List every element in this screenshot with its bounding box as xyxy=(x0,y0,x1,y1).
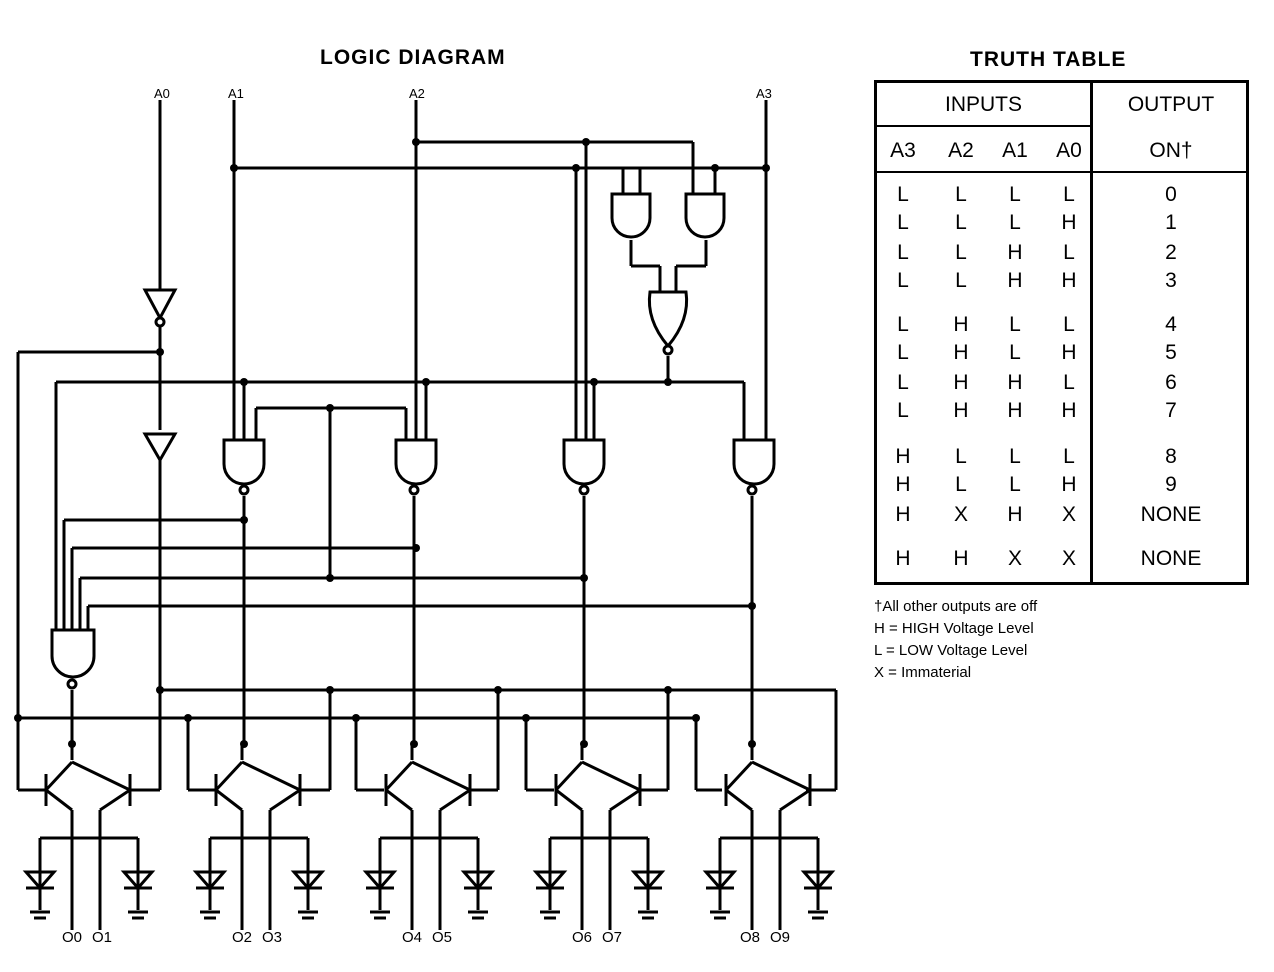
input-label-a1: A1 xyxy=(228,86,244,101)
table-cell-output: NONE xyxy=(1140,547,1202,570)
table-cell: X xyxy=(1061,503,1076,526)
table-cell: H xyxy=(1007,241,1023,264)
table-cell: H xyxy=(1007,399,1023,422)
table-cell: H xyxy=(953,399,969,422)
output-label-o7: O7 xyxy=(602,929,622,946)
table-cell: L xyxy=(955,445,967,468)
table-cell: X xyxy=(953,503,968,526)
table-cell: H xyxy=(953,547,969,570)
table-cell: H xyxy=(953,341,969,364)
table-cell: L xyxy=(1009,445,1021,468)
output-label-o9: O9 xyxy=(770,929,790,946)
table-cell: L xyxy=(1009,341,1021,364)
output-label-o5: O5 xyxy=(432,929,452,946)
output-label-o2: O2 xyxy=(232,929,252,946)
table-cell: H xyxy=(895,547,911,570)
output-label-o4: O4 xyxy=(402,929,422,946)
table-cell-output: 3 xyxy=(1165,269,1177,292)
table-cell: X xyxy=(1061,547,1076,570)
table-cell-output: 6 xyxy=(1165,371,1177,394)
input-labels: A0 A1 A2 A3 xyxy=(154,86,772,101)
table-cell: H xyxy=(895,445,911,468)
table-cell: L xyxy=(1009,473,1021,496)
note-line: L = LOW Voltage Level xyxy=(874,642,1028,659)
table-cell: L xyxy=(897,371,909,394)
nand-gates-middle xyxy=(50,438,776,690)
table-cell: H xyxy=(953,313,969,336)
table-cell: L xyxy=(897,313,909,336)
output-label-o0: O0 xyxy=(62,929,82,946)
table-cell-output: 7 xyxy=(1165,399,1177,422)
note-line: X = Immaterial xyxy=(874,664,972,681)
table-cell: L xyxy=(1009,313,1021,336)
input-label-a0: A0 xyxy=(154,86,170,101)
table-cell: H xyxy=(1061,341,1077,364)
table-cell: L xyxy=(897,211,909,234)
table-cell-output: NONE xyxy=(1140,503,1202,526)
table-cell: X xyxy=(1007,547,1022,570)
col-header-a0: A0 xyxy=(1056,139,1082,162)
table-cell-output: 0 xyxy=(1165,183,1177,206)
table-cell: L xyxy=(1063,313,1075,336)
table-cell: H xyxy=(1061,211,1077,234)
output-label-o1: O1 xyxy=(92,929,112,946)
table-cell: L xyxy=(1009,183,1021,206)
output-labels: O0 O1 O2 O3 O4 O5 O6 O7 O8 O9 xyxy=(62,929,790,946)
table-cell: L xyxy=(1009,211,1021,234)
table-cell: L xyxy=(955,241,967,264)
table-cell: H xyxy=(1007,371,1023,394)
logic-diagram-title: LOGIC DIAGRAM xyxy=(320,46,506,69)
col-header-on: ON† xyxy=(1149,139,1193,162)
table-cell: L xyxy=(1063,183,1075,206)
table-cell: L xyxy=(1063,241,1075,264)
table-cell-output: 2 xyxy=(1165,241,1177,264)
table-cell: L xyxy=(897,241,909,264)
junction-dots xyxy=(14,138,770,748)
table-cell: H xyxy=(1061,473,1077,496)
output-header: OUTPUT xyxy=(1127,93,1215,116)
table-cell: H xyxy=(1061,399,1077,422)
logic-diagram: A0 A1 A2 A3 O0 O1 O2 O3 O4 O5 O6 O7 O8 O… xyxy=(14,86,838,946)
input-label-a2: A2 xyxy=(409,86,425,101)
table-cell: L xyxy=(955,211,967,234)
table-cell-output: 1 xyxy=(1165,211,1177,234)
note-line: †All other outputs are off xyxy=(874,598,1038,615)
table-cell: L xyxy=(897,183,909,206)
table-cell: L xyxy=(955,269,967,292)
table-cell: L xyxy=(1063,371,1075,394)
truth-table-notes: †All other outputs are off H = HIGH Volt… xyxy=(874,596,1037,684)
table-cell: H xyxy=(1061,269,1077,292)
table-cell: H xyxy=(1007,269,1023,292)
output-transistor-stages xyxy=(22,744,836,930)
table-cell-output: 9 xyxy=(1165,473,1177,496)
output-label-o6: O6 xyxy=(572,929,592,946)
table-cell-output: 8 xyxy=(1165,445,1177,468)
table-cell: L xyxy=(897,269,909,292)
table-cell-output: 4 xyxy=(1165,313,1177,336)
table-cell: H xyxy=(1007,503,1023,526)
nand-gates-top xyxy=(610,192,726,356)
output-label-o8: O8 xyxy=(740,929,760,946)
table-cell: L xyxy=(897,399,909,422)
table-cell: H xyxy=(895,473,911,496)
table-cell: L xyxy=(955,183,967,206)
col-header-a1: A1 xyxy=(1002,139,1028,162)
input-label-a3: A3 xyxy=(756,86,772,101)
col-header-a2: A2 xyxy=(948,139,974,162)
buffer-gates xyxy=(142,288,178,464)
note-line: H = HIGH Voltage Level xyxy=(874,620,1034,637)
inputs-header: INPUTS xyxy=(944,93,1022,116)
table-cell: H xyxy=(953,371,969,394)
table-cell: H xyxy=(895,503,911,526)
truth-table-title: TRUTH TABLE xyxy=(970,48,1127,71)
table-cell-output: 5 xyxy=(1165,341,1177,364)
col-header-a3: A3 xyxy=(890,139,916,162)
table-cell: L xyxy=(897,341,909,364)
output-label-o3: O3 xyxy=(262,929,282,946)
table-cell: L xyxy=(1063,445,1075,468)
table-cell: L xyxy=(955,473,967,496)
